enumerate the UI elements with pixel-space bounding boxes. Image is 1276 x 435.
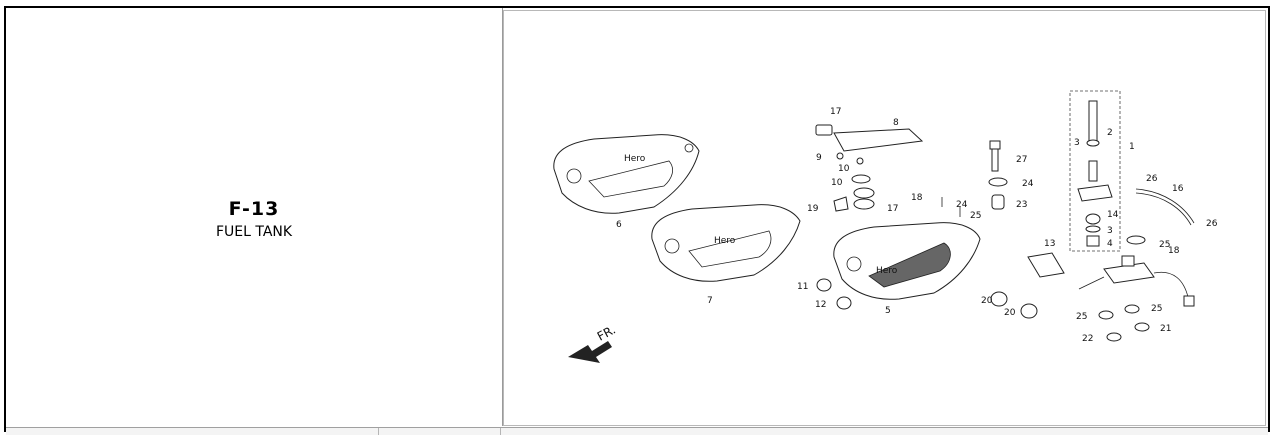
next-row-strip xyxy=(6,427,1268,435)
callout: 5 xyxy=(885,306,891,316)
front-direction-arrow-icon: FR. xyxy=(568,323,618,363)
exploded-diagram-cell: Hero Hero Hero xyxy=(503,10,1266,426)
callout: 10 xyxy=(838,164,850,174)
callout: 10 xyxy=(831,178,843,188)
callout: 3 xyxy=(1107,226,1113,236)
callout: 25 xyxy=(1159,240,1170,250)
callout: 25 xyxy=(970,211,981,221)
callout: 16 xyxy=(1172,184,1184,194)
callout: 3 xyxy=(1074,138,1080,148)
fuel-sensor-parts xyxy=(1078,235,1195,307)
callout: 27 xyxy=(1016,155,1027,165)
callout: 21 xyxy=(1160,324,1171,334)
fuel-hose-16 xyxy=(1135,188,1195,224)
fuel-tank-part-7: Hero xyxy=(553,134,700,214)
callout: 18 xyxy=(1168,246,1180,256)
catalog-page-frame: F-13 FUEL TANK Hero Hero xyxy=(4,6,1270,435)
fuel-tank-exploded-diagram: Hero Hero Hero xyxy=(553,90,1218,363)
callout: 19 xyxy=(807,204,819,214)
fuel-cock-assembly xyxy=(1069,90,1121,252)
callout: 25 xyxy=(1076,312,1087,322)
callout: 7 xyxy=(707,296,713,306)
section-code: F-13 xyxy=(228,198,280,220)
part-callouts: 6 7 5 17 8 9 10 10 18 17 19 11 12 27 24 … xyxy=(616,107,1218,344)
fuel-cap-parts xyxy=(815,124,924,212)
fuel-tank-part-8: Hero xyxy=(651,204,801,282)
callout: 26 xyxy=(1146,174,1158,184)
callout: 18 xyxy=(911,193,923,203)
callout: 20 xyxy=(1004,308,1016,318)
grommet-parts xyxy=(816,252,1150,342)
callout: 17 xyxy=(887,204,898,214)
callout: 4 xyxy=(1107,239,1113,249)
callout: 24 xyxy=(956,200,968,210)
svg-text:Hero: Hero xyxy=(876,266,898,276)
svg-text:Hero: Hero xyxy=(714,236,736,246)
callout: 11 xyxy=(797,282,808,292)
section-name: FUEL TANK xyxy=(215,224,293,240)
callout: 14 xyxy=(1107,210,1119,220)
callout: 26 xyxy=(1206,219,1218,229)
callout: 23 xyxy=(1016,200,1027,210)
direction-label: FR. xyxy=(595,323,618,344)
tank-brand-label: Hero xyxy=(624,154,646,164)
callout: 22 xyxy=(1082,334,1093,344)
callout: 13 xyxy=(1044,239,1055,249)
callout: 25 xyxy=(1151,304,1162,314)
section-title-cell: F-13 FUEL TANK xyxy=(6,8,503,426)
callout: 20 xyxy=(981,296,993,306)
callout: 8 xyxy=(893,118,899,128)
callout: 24 xyxy=(1022,179,1034,189)
bolt-parts xyxy=(941,140,1008,217)
callout: 2 xyxy=(1107,128,1113,138)
callout: 1 xyxy=(1129,142,1135,152)
fuel-tank-part-6: Hero xyxy=(833,222,981,300)
callout: 6 xyxy=(616,220,622,230)
callout: 12 xyxy=(815,300,826,310)
callout: 17 xyxy=(830,107,841,117)
callout: 9 xyxy=(816,153,822,163)
